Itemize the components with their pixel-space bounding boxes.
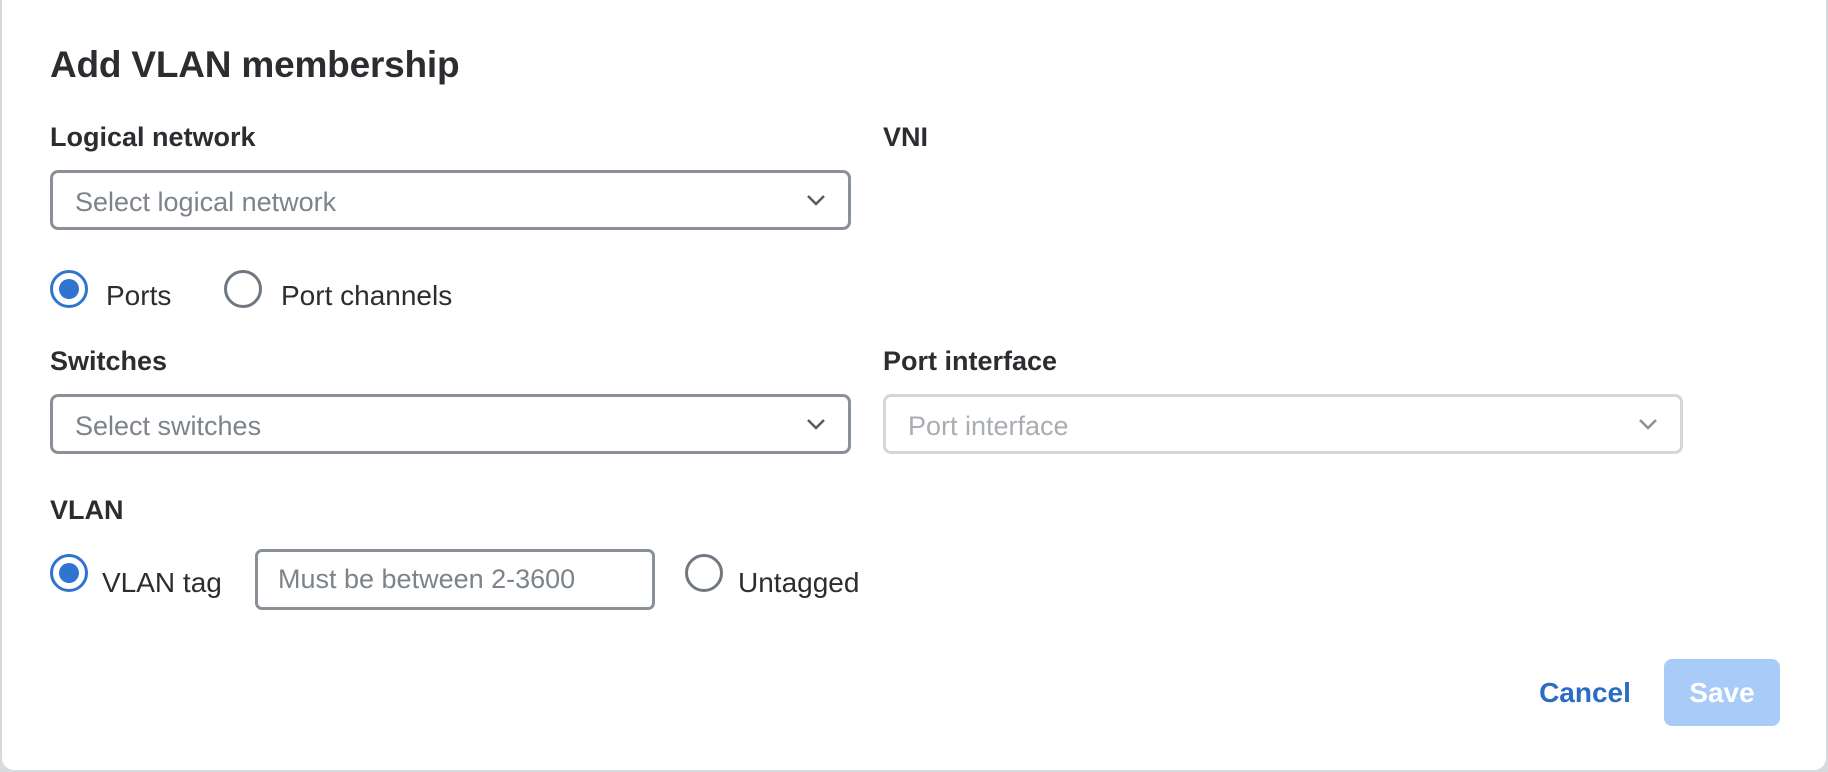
- switches-label: Switches: [50, 346, 168, 376]
- switches-select[interactable]: Select switches: [50, 394, 851, 454]
- vlan-label: VLAN: [50, 495, 124, 525]
- ports-radio-label[interactable]: Ports: [106, 280, 172, 311]
- dialog-title: Add VLAN membership: [50, 44, 460, 85]
- untagged-radio[interactable]: [685, 554, 723, 592]
- logical-network-placeholder: Select logical network: [75, 187, 337, 217]
- save-button[interactable]: Save: [1664, 659, 1780, 726]
- untagged-radio-label[interactable]: Untagged: [738, 567, 860, 598]
- vlan-tag-radio[interactable]: [50, 554, 88, 592]
- switches-placeholder: Select switches: [75, 411, 262, 441]
- logical-network-select[interactable]: Select logical network: [50, 170, 851, 230]
- ports-radio[interactable]: [50, 270, 88, 308]
- vlan-tag-input[interactable]: [255, 549, 655, 610]
- port-interface-placeholder: Port interface: [908, 411, 1069, 441]
- logical-network-label: Logical network: [50, 122, 256, 152]
- chevron-down-icon: [807, 419, 825, 430]
- port-channels-radio[interactable]: [224, 270, 262, 308]
- vlan-tag-radio-label[interactable]: VLAN tag: [102, 567, 222, 598]
- chevron-down-icon: [807, 195, 825, 206]
- vni-label: VNI: [883, 122, 929, 152]
- cancel-button[interactable]: Cancel: [1539, 677, 1631, 708]
- port-channels-radio-label[interactable]: Port channels: [281, 280, 453, 311]
- port-interface-label: Port interface: [883, 346, 1058, 376]
- chevron-down-icon: [1639, 419, 1657, 430]
- port-interface-select[interactable]: Port interface: [883, 394, 1683, 454]
